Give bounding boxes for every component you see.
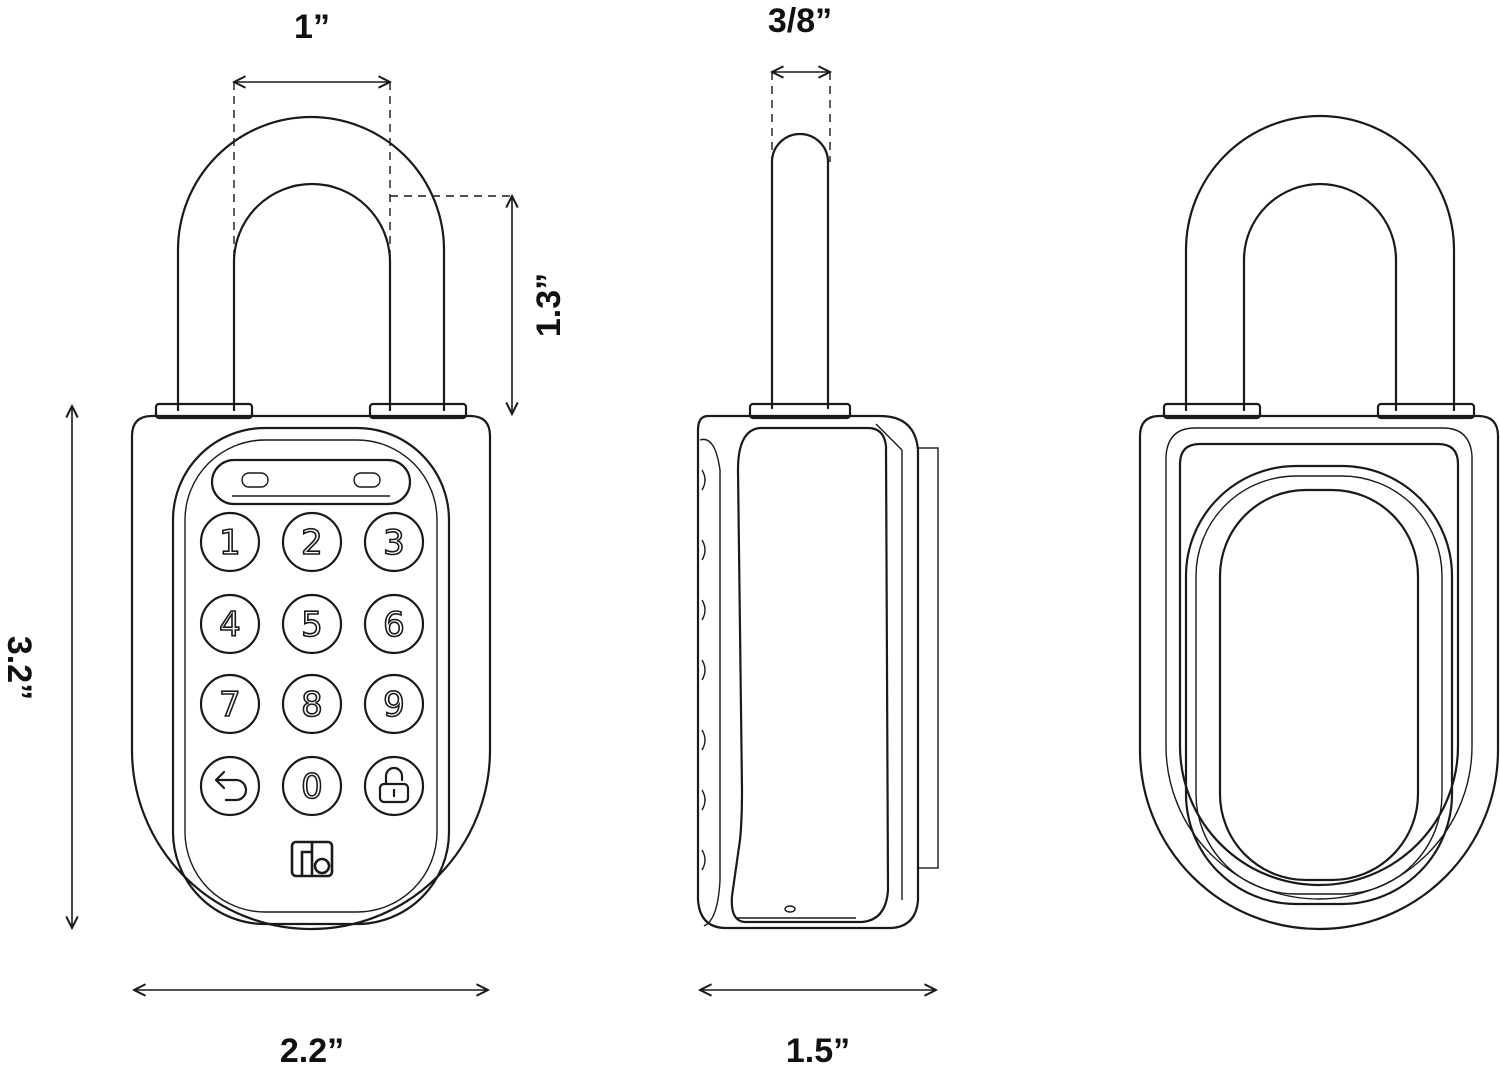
- side-key-bumps: [701, 469, 706, 871]
- side-shackle: [770, 132, 830, 410]
- side-bottom-port: [784, 905, 796, 913]
- side-back-plate: [917, 447, 939, 869]
- back-view: [1138, 114, 1500, 931]
- brand-logo-icon: [290, 840, 334, 878]
- key-digit-label: 6: [383, 605, 405, 645]
- dim-shackle-clearance: 1.3”: [530, 273, 568, 337]
- key-digit-label: 4: [219, 605, 241, 645]
- key-5[interactable]: 5: [281, 593, 343, 655]
- back-arrow-icon: [214, 770, 248, 802]
- dimension-annotations: 1” 1.3” 3.2” 2.2” 3/8” 1.5”: [0, 2, 936, 1066]
- key-unlock[interactable]: [363, 755, 425, 817]
- keypad-panel-inner: [184, 439, 438, 913]
- dim-shackle-thickness: 3/8”: [768, 2, 832, 40]
- front-body: [130, 414, 492, 931]
- key-button-ring[interactable]: [281, 673, 343, 735]
- key-digit-label: 3: [383, 523, 405, 563]
- back-oval-mid: [1195, 475, 1443, 895]
- front-view: 1 2 3 4 5 6 7 8 9 0: [130, 115, 492, 931]
- key-button-ring[interactable]: [281, 755, 343, 817]
- key-digit-label: 2: [301, 523, 323, 563]
- key-9[interactable]: 9: [363, 673, 425, 735]
- front-collar-left: [154, 402, 254, 420]
- key-digit-label: 1: [219, 523, 241, 563]
- side-collar: [748, 402, 852, 420]
- key-button-ring[interactable]: [199, 511, 261, 573]
- key-digit-label: 5: [301, 605, 323, 645]
- key-1[interactable]: 1: [199, 511, 261, 573]
- key-digit-label: 7: [219, 685, 241, 725]
- led-right: [353, 472, 381, 488]
- dim-body-depth: 1.5”: [786, 1032, 850, 1066]
- key-0[interactable]: 0: [281, 755, 343, 817]
- key-digit-label: 0: [301, 767, 323, 807]
- led-left: [241, 472, 269, 488]
- back-shackle-inner: [1242, 182, 1398, 412]
- key-button-ring[interactable]: [363, 755, 425, 817]
- back-rim: [1178, 442, 1460, 887]
- front-shackle-inner: [232, 182, 392, 412]
- dim-body-width: 2.2”: [280, 1032, 344, 1066]
- key-7[interactable]: 7: [199, 673, 261, 735]
- front-shackle: [176, 115, 446, 412]
- key-8[interactable]: 8: [281, 673, 343, 735]
- side-front-face: [699, 438, 721, 927]
- side-main-face: [730, 426, 890, 924]
- led-display-strip: [210, 458, 412, 506]
- back-collar-right: [1376, 402, 1476, 420]
- key-button-ring[interactable]: [363, 673, 425, 735]
- back-body-inner: [1165, 427, 1473, 900]
- back-shackle: [1184, 114, 1456, 412]
- side-view: [696, 132, 939, 930]
- key-button-ring[interactable]: [199, 593, 261, 655]
- key-6[interactable]: 6: [363, 593, 425, 655]
- key-digit-label: 8: [301, 685, 323, 725]
- back-collar-left: [1162, 402, 1262, 420]
- dim-shackle-inner-width: 1”: [294, 8, 330, 46]
- key-4[interactable]: 4: [199, 593, 261, 655]
- front-collar-right: [368, 402, 468, 420]
- side-body: [696, 414, 920, 930]
- back-body: [1138, 414, 1500, 931]
- key-button-ring[interactable]: [363, 511, 425, 573]
- keypad-panel-outer: [171, 426, 451, 926]
- key-button-ring[interactable]: [281, 593, 343, 655]
- back-oval-inner: [1218, 488, 1420, 882]
- key-3[interactable]: 3: [363, 511, 425, 573]
- key-digit-label: 9: [383, 685, 405, 725]
- key-button-ring[interactable]: [199, 755, 261, 817]
- key-2[interactable]: 2: [281, 511, 343, 573]
- key-back-arrow[interactable]: [199, 755, 261, 817]
- back-oval-outer: [1184, 464, 1454, 906]
- key-button-ring[interactable]: [199, 673, 261, 735]
- unlock-padlock-icon: [378, 766, 410, 804]
- key-button-ring[interactable]: [281, 511, 343, 573]
- key-button-ring[interactable]: [363, 593, 425, 655]
- dim-overall-height: 3.2”: [0, 636, 38, 700]
- keypad: 1 2 3 4 5 6 7 8 9 0: [199, 511, 425, 817]
